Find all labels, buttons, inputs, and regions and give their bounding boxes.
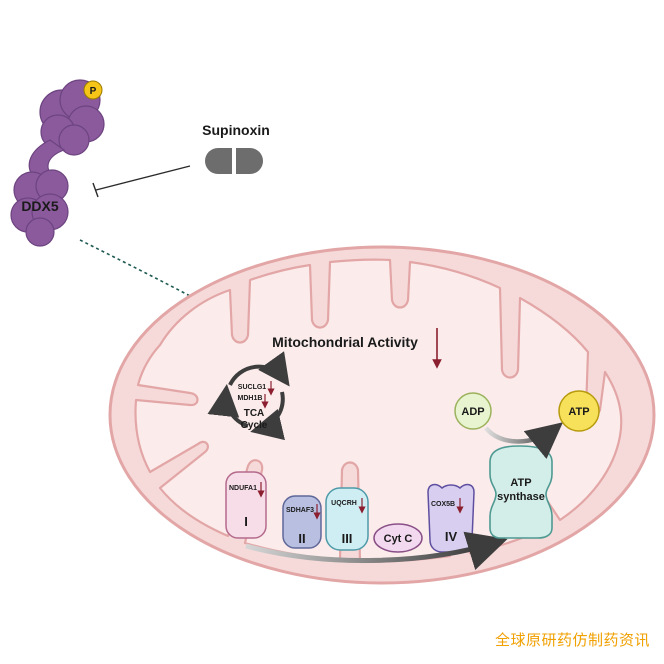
complex-iii-gene: UQCRH xyxy=(331,500,357,507)
complex-iv-label: IV xyxy=(445,529,458,544)
supinoxin-capsule xyxy=(205,148,263,174)
complex-ii xyxy=(282,495,322,549)
complex-i-label: I xyxy=(244,514,248,529)
inhibition-line xyxy=(92,165,191,198)
complex-iv xyxy=(427,483,475,553)
ddx5-protein: DDX5 P xyxy=(10,79,105,247)
atp-synthase-line2: synthase xyxy=(497,491,545,503)
atp-synthase-line1: ATP xyxy=(510,477,531,489)
tca-label-line2: Cycle xyxy=(241,420,268,431)
adp-label: ADP xyxy=(461,406,484,418)
ddx5-lower-lobe xyxy=(10,169,69,247)
tca-gene-suclg1: SUCLG1 xyxy=(238,384,267,391)
complex-ii-label: II xyxy=(298,531,305,546)
mito-activity-label: Mitochondrial Activity xyxy=(272,334,418,350)
watermark: 全球原研药仿制药资讯 xyxy=(494,631,650,649)
complex-ii-gene: SDHAF3 xyxy=(286,507,314,514)
complex-iii-label: III xyxy=(342,531,353,546)
etc-flow-arrow xyxy=(245,531,508,570)
adp-node xyxy=(454,392,492,430)
adp-to-atp-arrow xyxy=(484,422,563,460)
atp-label: ATP xyxy=(568,406,589,418)
tca-label-line1: TCA xyxy=(244,408,265,419)
complex-iii xyxy=(325,487,369,551)
atp-node xyxy=(558,390,600,432)
complex-iv-gene: COX5B xyxy=(431,501,455,508)
ddx5-label: DDX5 xyxy=(21,198,59,214)
tca-cycle xyxy=(207,351,290,441)
phospho-badge xyxy=(83,80,103,100)
complex-i xyxy=(225,471,267,539)
phospho-label: P xyxy=(90,86,97,97)
complex-i-gene: NDUFA1 xyxy=(229,485,257,492)
cyt-c-label: Cyt C xyxy=(384,533,413,545)
cyt-c xyxy=(373,523,423,553)
tca-gene-mdh1b: MDH1B xyxy=(238,395,263,402)
supinoxin-label: Supinoxin xyxy=(202,122,270,138)
